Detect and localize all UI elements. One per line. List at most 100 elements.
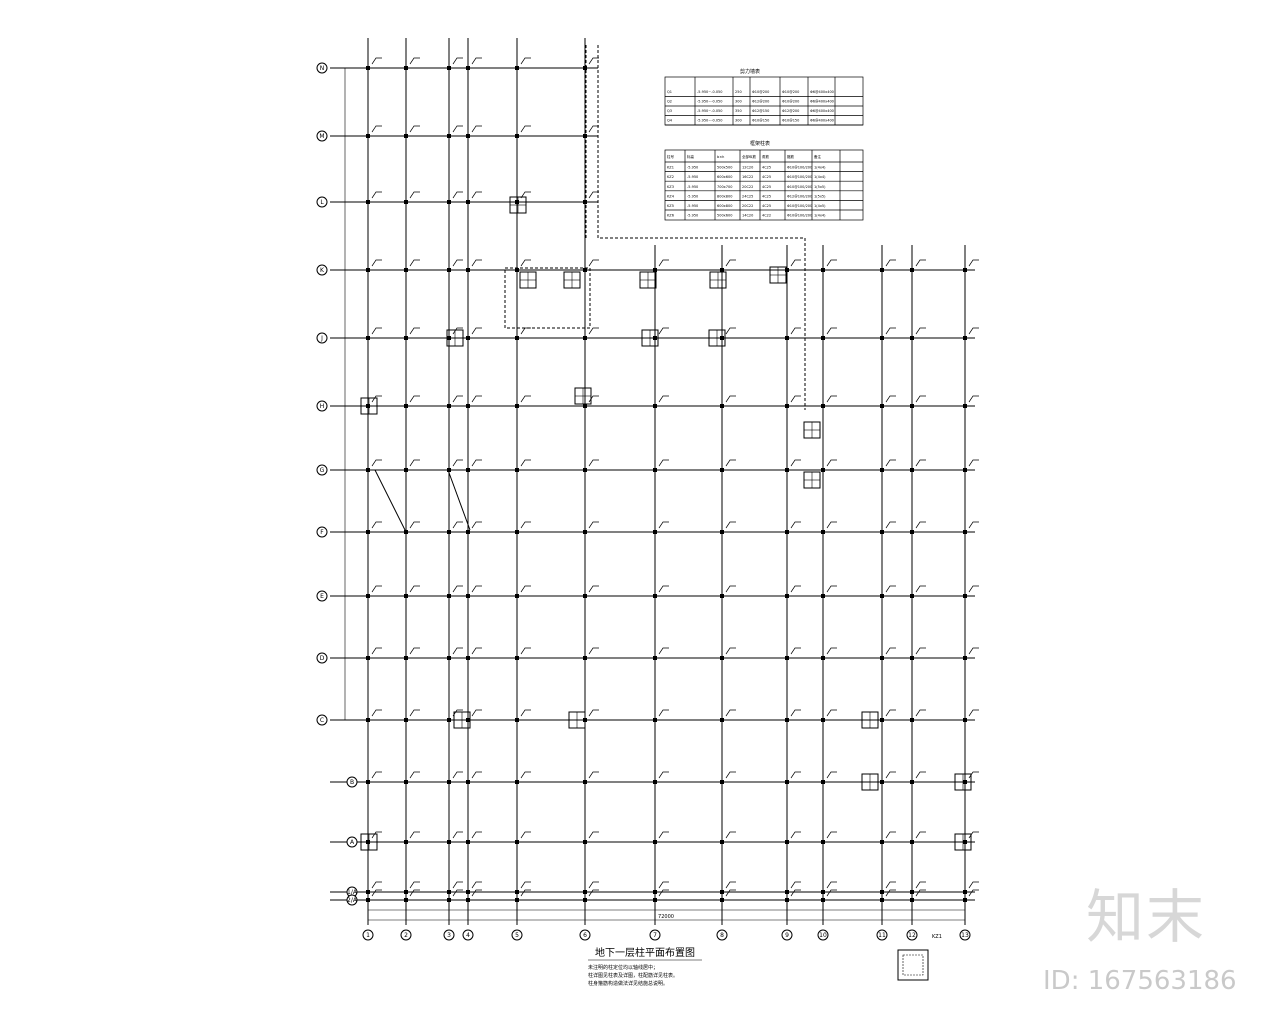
column-mark <box>821 459 837 472</box>
column-table-header: 柱号 <box>667 154 675 159</box>
column-mark <box>720 395 736 408</box>
axis-bubble-row <box>346 894 358 906</box>
wall-table-cell: -5.950~-0.050 <box>697 109 723 113</box>
column-mark <box>404 771 420 784</box>
column-mark <box>880 889 896 902</box>
note-3: 柱身箍筋构造做法详见结施总说明。 <box>588 980 668 987</box>
column-box <box>519 271 537 289</box>
column-mark <box>515 889 531 902</box>
wall-table-cell: -5.950~-0.050 <box>697 90 723 94</box>
column-mark <box>366 459 382 472</box>
column-mark <box>366 327 382 340</box>
column-mark <box>583 831 599 844</box>
column-mark <box>880 521 896 534</box>
axis-bubble-row <box>316 400 328 412</box>
column-mark <box>720 585 736 598</box>
column-mark <box>366 125 382 138</box>
note-1: 未注明的柱定位均以轴线居中； <box>588 964 658 971</box>
column-table-cell: 800x800 <box>717 194 732 198</box>
column-mark <box>821 521 837 534</box>
column-mark <box>404 647 420 660</box>
column-table-cell: 500x500 <box>717 166 732 170</box>
watermark-logo: 知末 <box>1086 883 1207 951</box>
column-mark <box>963 889 979 902</box>
column-mark <box>785 709 801 722</box>
column-table-cell: 4C25 <box>762 185 771 189</box>
column-mark <box>366 771 382 784</box>
column-box <box>861 711 879 729</box>
column-mark <box>404 889 420 902</box>
axis-label-col: 4 <box>466 932 470 939</box>
column-mark <box>404 709 420 722</box>
column-table-cell: 24C25 <box>742 194 753 198</box>
column-mark <box>404 395 420 408</box>
axis-bubble-col <box>876 929 888 941</box>
column-box <box>446 329 464 347</box>
column-box <box>954 773 972 791</box>
axis-bubble-row <box>316 590 328 602</box>
column-mark <box>583 585 599 598</box>
wall-table-cell: -5.950~-0.050 <box>697 100 723 104</box>
column-table-cell: 4C22 <box>762 214 771 218</box>
column-mark <box>366 889 382 902</box>
column-mark <box>515 191 531 204</box>
column-mark <box>720 889 736 902</box>
column-box <box>641 329 659 347</box>
column-mark <box>963 585 979 598</box>
column-mark <box>720 771 736 784</box>
wall-table-cell: Q3 <box>667 109 672 113</box>
column-table-cell: Φ10@100/200 <box>787 166 812 170</box>
column-mark <box>404 585 420 598</box>
axis-bubble-col <box>362 929 374 941</box>
column-mark <box>466 259 482 272</box>
column-table-cell: -5.950 <box>687 214 698 218</box>
column-table-cell: -5.950 <box>687 175 698 179</box>
wall-table-cell: Φ6@400x400 <box>810 109 834 113</box>
column-mark <box>653 395 669 408</box>
column-mark <box>515 57 531 70</box>
column-mark <box>404 57 420 70</box>
column-detail: KZ1 <box>897 934 942 981</box>
axis-label-col: 12 <box>908 932 916 939</box>
column-mark <box>466 521 482 534</box>
wall-table-cell: Φ6@400x400 <box>810 90 834 94</box>
axis-label-row: L <box>320 199 324 206</box>
axis-bubble-row <box>316 332 328 344</box>
column-mark <box>720 259 736 272</box>
column-table-cell: KZ2 <box>667 175 674 179</box>
column-mark <box>963 459 979 472</box>
column-mark <box>880 831 896 844</box>
column-table-header: 备注 <box>814 154 822 159</box>
column-mark <box>583 459 599 472</box>
column-mark <box>880 259 896 272</box>
axis-label-row: N <box>320 65 325 72</box>
column-table-cell: 500x600 <box>717 214 732 218</box>
column-mark <box>821 771 837 784</box>
column-mark <box>720 459 736 472</box>
column-mark <box>583 191 599 204</box>
column-mark <box>404 881 420 894</box>
column-mark <box>880 585 896 598</box>
column-mark <box>963 395 979 408</box>
column-mark <box>447 125 463 138</box>
column-table-cell: 4C25 <box>762 204 771 208</box>
column-mark <box>466 771 482 784</box>
column-box <box>563 271 581 289</box>
axis-bubble-col <box>959 929 971 941</box>
axis-label-col: 8 <box>720 932 724 939</box>
column-mark <box>653 647 669 660</box>
column-mark <box>880 709 896 722</box>
column-box <box>803 421 821 439</box>
wall-table-cell: Φ10@150 <box>752 119 769 123</box>
column-mark <box>910 881 926 894</box>
column-mark <box>404 125 420 138</box>
column-table-cell: Φ10@100/200 <box>787 214 812 218</box>
wall-table-cell: Φ12@200 <box>782 109 799 113</box>
column-mark <box>466 125 482 138</box>
column-mark <box>515 395 531 408</box>
column-mark <box>466 585 482 598</box>
axis-bubble-row <box>316 714 328 726</box>
axis-label-col: 13 <box>961 932 969 939</box>
axis-label-col: 11 <box>878 932 886 939</box>
